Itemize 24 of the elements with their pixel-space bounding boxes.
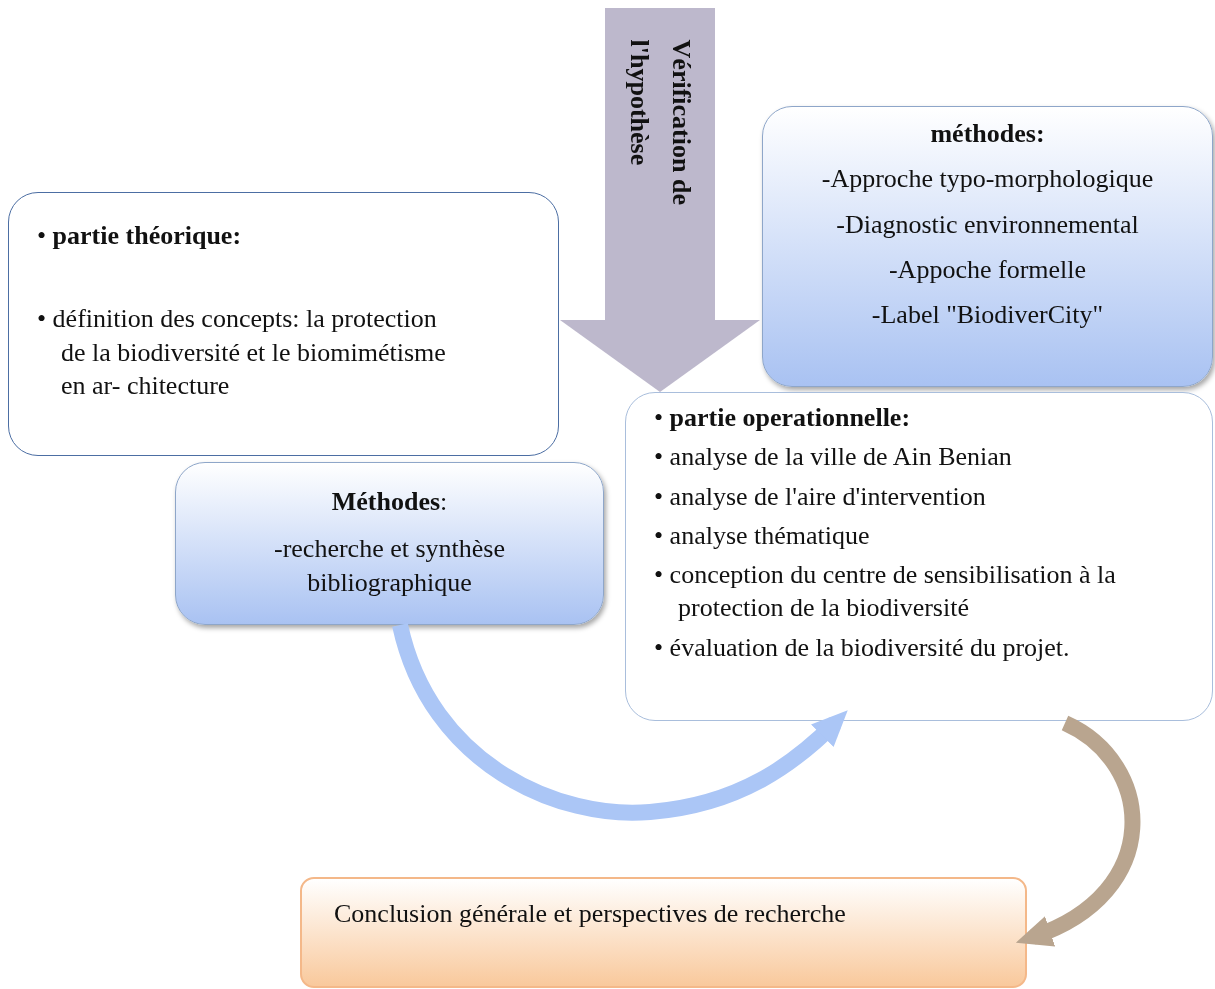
list-item: • analyse thématique xyxy=(654,519,871,552)
box-heading: Méthodes: xyxy=(330,486,449,518)
list-item: • analyse de la ville de Ain Benian xyxy=(654,441,1013,474)
box-text: -Approche typo-morphologique xyxy=(820,163,1155,196)
curved-arrow xyxy=(1016,716,1141,945)
method-box xyxy=(762,106,1213,387)
section-heading: • partie théorique: xyxy=(37,220,243,252)
edge-label: Vérification de l'hypothèse xyxy=(624,39,697,207)
box-text: -Appoche formelle xyxy=(887,253,1088,286)
box-heading: méthodes: xyxy=(929,118,1046,150)
list-item: • définition des concepts: la protection de la biodiversité et le biomimétisme en ar- chitecture xyxy=(37,303,447,402)
method-box xyxy=(175,462,604,625)
box-text: -Label "BiodiverCity" xyxy=(870,299,1105,332)
block-arrow xyxy=(560,8,760,392)
section-card xyxy=(8,192,559,456)
conclusion-box xyxy=(300,877,1027,988)
section-heading: • partie operationnelle: xyxy=(654,402,912,434)
box-text: -Diagnostic environnemental xyxy=(835,208,1140,241)
box-text: Conclusion générale et perspectives de recherche xyxy=(334,898,847,930)
section-card xyxy=(625,392,1213,721)
list-item: • analyse de l'aire d'intervention xyxy=(654,480,987,513)
list-item: • évaluation de la biodiversité du projet. xyxy=(654,631,1071,664)
box-text: -recherche et synthèse bibliographique xyxy=(273,533,506,599)
list-item: • conception du centre de sensibilisation à la protection de la biodiversité xyxy=(654,559,1117,625)
